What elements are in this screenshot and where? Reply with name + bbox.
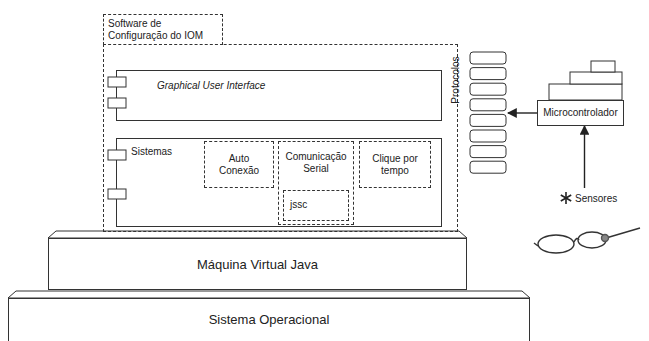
protocol-slot (470, 68, 506, 80)
protocol-slot (470, 146, 506, 158)
protocol-slot (470, 52, 506, 64)
slab-top (8, 291, 530, 298)
module-box: Clique por tempo (359, 141, 431, 188)
node-label: Sistemas (131, 146, 172, 158)
device-layer (549, 84, 622, 100)
sensor-group: Sensores (545, 188, 645, 258)
arrow-connector (508, 112, 537, 113)
node-label: Graphical User Interface (157, 80, 265, 92)
device-layer (570, 72, 622, 84)
gui-box: Graphical User Interface (116, 70, 442, 121)
software-region: Software de Configuração do IOMGraphical… (103, 44, 458, 232)
component-tab (108, 189, 126, 199)
node-label: Sensores (575, 193, 617, 205)
node-label: Protocolos (450, 56, 462, 103)
module-box: Auto Conexão (204, 141, 274, 188)
node-label: jssc (290, 199, 307, 211)
node-label: Sistema Operacional (209, 312, 330, 327)
module-box: Comunicação Serial jssc (278, 141, 354, 225)
protocol-slot (470, 161, 506, 173)
node-label: Microcontrolador (543, 107, 617, 119)
node-label: Máquina Virtual Java (197, 257, 318, 272)
device-layer (591, 61, 615, 72)
protocol-stack: Protocolos (468, 50, 508, 178)
protocol-slot (470, 114, 506, 126)
os-slab: Sistema Operacional (8, 298, 530, 341)
component-tab (108, 150, 126, 160)
systems-box: SistemasAuto Conexão Comunicação Serial js… (116, 138, 442, 227)
library-box: jssc (283, 190, 349, 221)
jvm-slab: Máquina Virtual Java (48, 238, 467, 290)
component-tab (108, 77, 126, 87)
microcontroller-box: Microcontrolador (537, 100, 624, 126)
component-tab (108, 98, 126, 108)
arrow-connector (584, 126, 585, 188)
node-label: Auto Conexão (208, 153, 270, 177)
glasses-illustration (534, 228, 640, 253)
protocol-slot (470, 99, 506, 111)
node-label: Software de Configuração do IOM (103, 14, 223, 45)
slab-top (48, 231, 467, 238)
node-label: Clique por tempo (363, 153, 427, 177)
protocol-slot (470, 83, 506, 95)
protocol-slot (470, 130, 506, 142)
asterisk-symbol (561, 192, 571, 204)
node-label: Comunicação Serial (282, 151, 350, 175)
